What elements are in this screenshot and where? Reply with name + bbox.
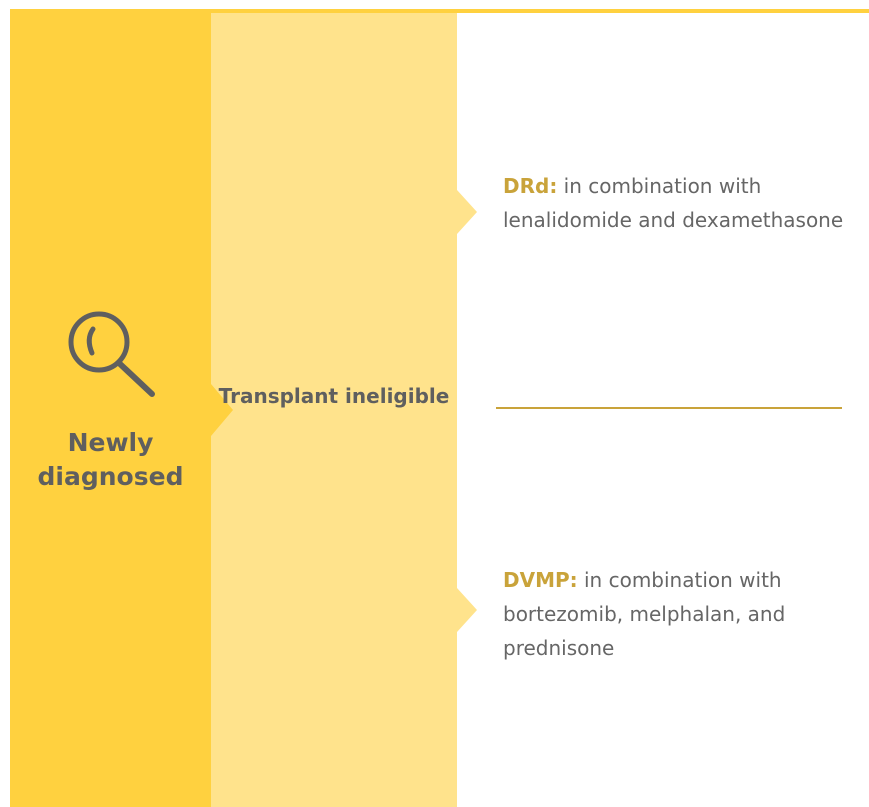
therapy-arrow-1 xyxy=(457,190,477,234)
therapy-description: in combination with bortezomib, melphala… xyxy=(503,568,786,660)
therapy-code: DVMP: xyxy=(503,568,578,592)
search-icon xyxy=(68,311,155,397)
therapy-code: DRd: xyxy=(503,174,558,198)
transplant-ineligible-column xyxy=(211,13,457,807)
stage-arrow xyxy=(211,384,233,436)
therapy-dvmp: DVMP: in combination with bortezomib, me… xyxy=(503,563,848,665)
newly-diagnosed-column xyxy=(10,13,211,807)
top-rule xyxy=(10,9,869,13)
therapy-drd: DRd: in combination with lenalidomide an… xyxy=(503,169,848,237)
therapy-description: in combination with lenalidomide and dex… xyxy=(503,174,844,232)
therapy-divider xyxy=(496,407,842,409)
stage-label: Newly diagnosed xyxy=(37,428,184,491)
therapy-arrow-2 xyxy=(457,588,477,632)
eligibility-label: Transplant ineligible xyxy=(218,384,450,408)
